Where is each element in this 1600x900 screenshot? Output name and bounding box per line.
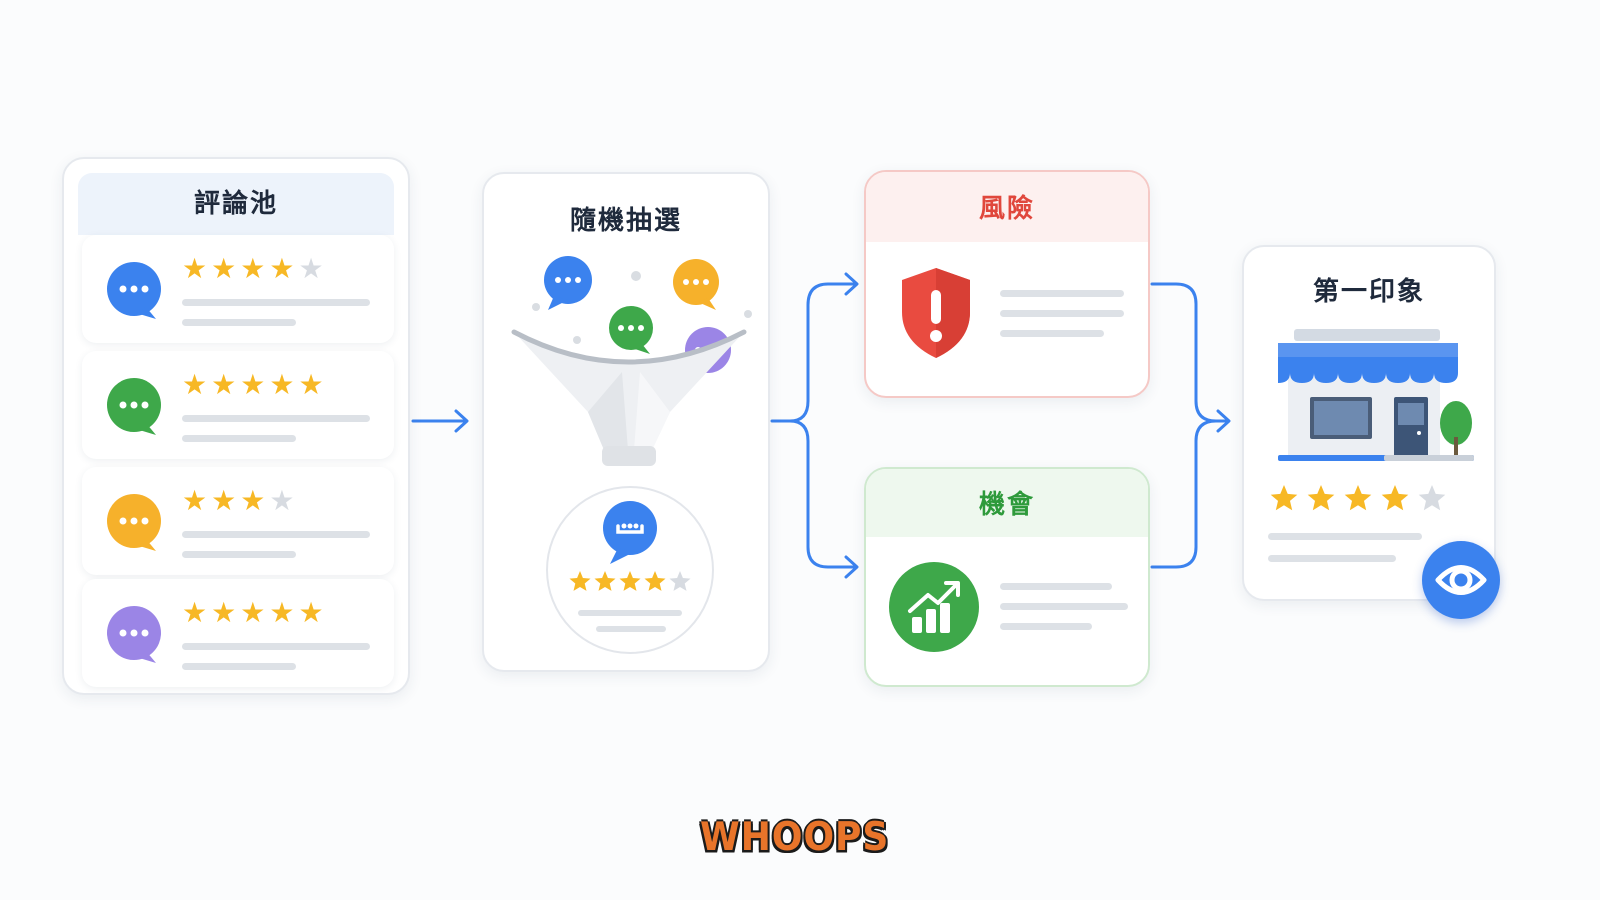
review-rating-stars: ★★★★★ [182,253,328,285]
review-pool-title: 評論池 [78,173,394,235]
first-impression-card: 第一印象 [1242,245,1496,601]
review-item: ★★★★★ [82,235,394,343]
placeholder-text-line [182,531,370,538]
star-filled-icon [644,571,666,591]
star-filled-icon: ★ [182,596,212,629]
placeholder-text-line [182,663,296,670]
placeholder-text-line [182,299,370,306]
shield-alert-icon [902,268,970,358]
chat-bubble-icon [107,606,161,663]
review-item: ★★★★★ [82,351,394,459]
star-filled-icon: ★ [211,252,241,285]
arrow-pool-to-draw [411,409,469,433]
picked-review-stars [569,571,691,591]
placeholder-text-line [182,435,296,442]
star-empty-icon: ★ [269,484,299,517]
picked-review-graphic [569,501,691,632]
chat-bubble-icon [107,262,161,319]
star-empty-icon: ★ [298,252,328,285]
placeholder-text-line [182,643,370,650]
arrow-draw-to-risk [770,272,859,423]
review-pool-card: 評論池 ★★★★★★★★★★★★★★★★★★★★ [62,157,410,695]
star-filled-icon [1307,485,1335,511]
review-rating-stars: ★★★★★ [182,485,328,517]
risk-body [902,268,1124,358]
star-filled-icon: ★ [240,484,270,517]
star-empty-icon [669,571,691,591]
star-filled-icon: ★ [298,368,328,401]
first-impression-stars [1270,485,1446,511]
star-empty-icon [1418,485,1446,511]
chat-bubble-orange-icon [673,259,719,310]
star-filled-icon: ★ [182,484,212,517]
whoops-logo: WHOOPS [700,814,890,860]
star-filled-icon [1381,485,1409,511]
chat-bubble-green-icon [609,306,653,354]
opportunity-body [889,562,1128,652]
star-filled-icon [594,571,616,591]
first-impression-title: 第一印象 [1312,277,1425,307]
funnel-icon [511,256,752,466]
review-item: ★★★★★ [82,579,394,687]
placeholder-text-line [182,551,296,558]
star-filled-icon: ★ [298,596,328,629]
random-draw-card: 隨機抽選 [482,172,770,672]
opportunity-card: 機會 [864,467,1150,687]
eye-badge[interactable] [1422,541,1500,619]
star-filled-icon [569,571,591,591]
review-rating-stars: ★★★★★ [182,597,328,629]
arrow-draw-to-opportunity [788,419,859,579]
star-filled-icon: ★ [240,596,270,629]
star-filled-icon [1270,485,1298,511]
star-filled-icon: ★ [269,596,299,629]
chat-bubble-blue-icon [603,501,657,564]
growth-chart-icon [889,562,979,652]
first-impression-body [1268,329,1474,562]
review-rating-stars: ★★★★★ [182,369,328,401]
star-filled-icon [619,571,641,591]
opportunity-title: 機會 [866,469,1148,537]
risk-title: 風險 [866,172,1148,242]
chat-bubble-icon [107,378,161,435]
random-draw-title: 隨機抽選 [569,206,682,236]
eye-icon [1435,565,1487,595]
star-filled-icon: ★ [269,252,299,285]
star-filled-icon: ★ [211,484,241,517]
placeholder-text-line [182,319,296,326]
star-filled-icon: ★ [211,596,241,629]
review-item: ★★★★★ [82,467,394,575]
star-filled-icon: ★ [182,252,212,285]
star-filled-icon [1344,485,1372,511]
picked-review [546,486,714,654]
arrow-opportunity-to-impression [1150,419,1218,569]
star-filled-icon: ★ [269,368,299,401]
star-filled-icon: ★ [182,368,212,401]
chat-bubble-blue-icon [544,256,592,310]
risk-card: 風險 [864,170,1150,398]
placeholder-text-line [182,415,370,422]
star-filled-icon: ★ [240,252,270,285]
star-filled-icon: ★ [211,368,241,401]
arrow-risk-to-impression [1150,282,1231,433]
chat-bubble-icon [107,494,161,551]
star-filled-icon: ★ [240,368,270,401]
storefront-icon [1278,329,1474,461]
